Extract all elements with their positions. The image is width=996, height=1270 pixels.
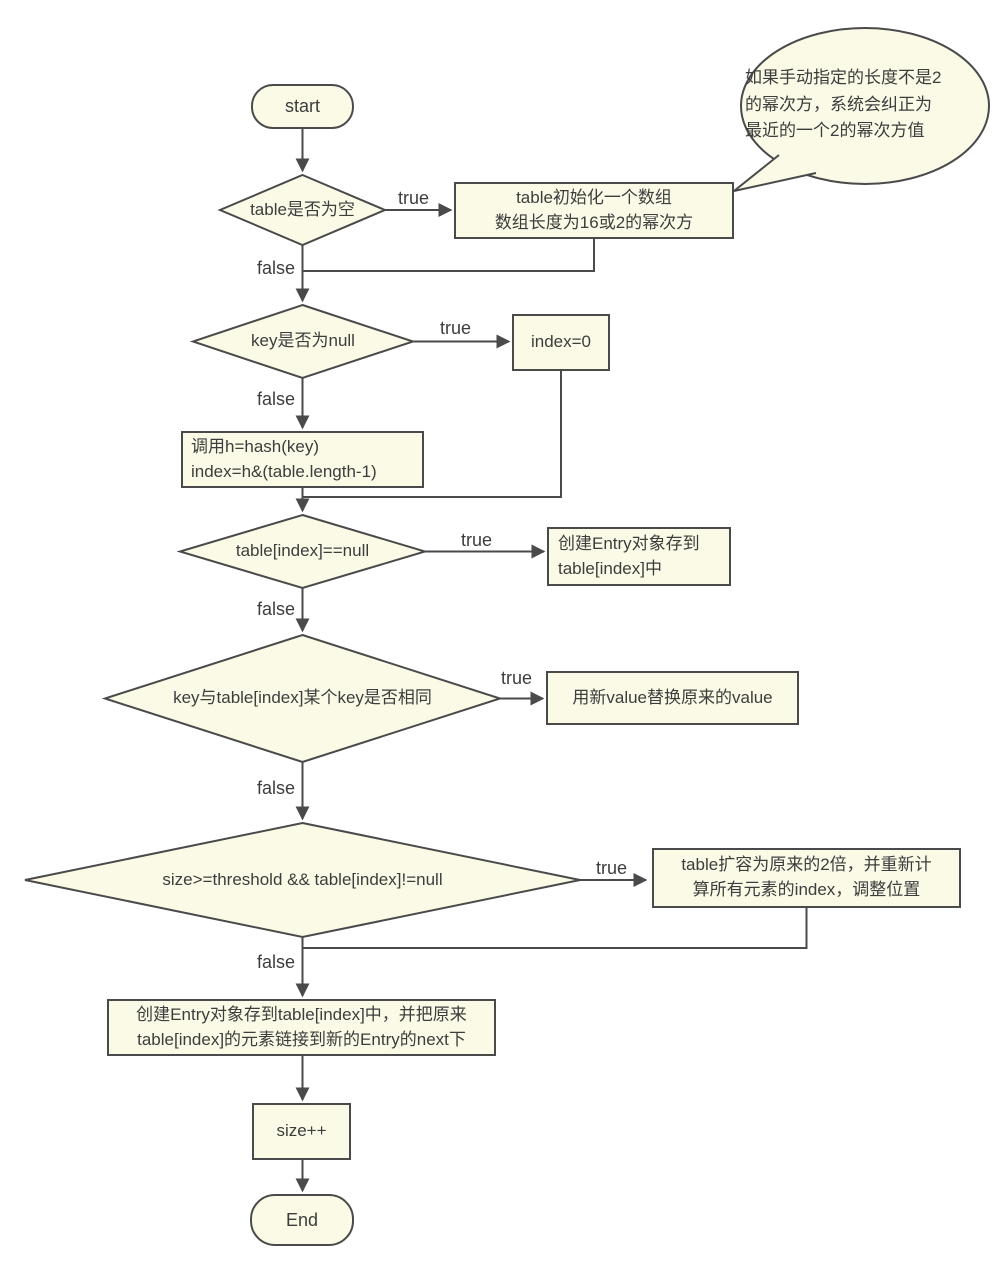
- decision-key-null-shape: [189, 303, 417, 380]
- process-replace-value-label: 用新value替换原来的value: [572, 687, 773, 707]
- process-create-entry-label: 创建Entry对象存到 table[index]中: [558, 533, 700, 578]
- edge-label-d2-false: false: [257, 389, 296, 409]
- decision-table-empty-label: table是否为空: [250, 199, 355, 219]
- process-index-zero-label: index=0: [530, 332, 592, 352]
- edge-label-d1-false: false: [257, 258, 296, 278]
- decision-resize-shape: [24, 821, 581, 939]
- process-hash-shape: [181, 431, 424, 488]
- decision-resize-label: size>=threshold && table[index]!=null: [162, 869, 443, 889]
- process-create-entry-shape: [547, 527, 731, 586]
- decision-key-same-label: key与table[index]某个key是否相同: [173, 688, 432, 708]
- process-init-table-label: table初始化一个数组 数组长度为16或2的幂次方: [494, 187, 694, 232]
- process-replace-value-shape: [546, 671, 799, 725]
- decision-table-empty-shape: [217, 173, 388, 247]
- decision-key-null-label: key是否为null: [251, 331, 355, 351]
- end-node-label: End: [285, 1209, 319, 1230]
- start-node-label: start: [284, 96, 320, 117]
- edge-index0-return: [302, 370, 562, 498]
- process-size-increment-shape: [252, 1103, 351, 1160]
- decision-key-same-shape: [101, 633, 504, 764]
- edge-label-d1-true: true: [398, 188, 430, 208]
- comment-bubble-label: 如果手动指定的长度不是2 的幂次方，系统会纠正为 最近的一个2的幂次方值: [745, 68, 942, 141]
- edge-label-d4-true: true: [501, 668, 533, 688]
- edge-label-d3-true: true: [461, 530, 493, 550]
- edge-label-d3-false: false: [257, 599, 296, 619]
- edge-label-d5-false: false: [257, 952, 296, 972]
- edge-resize-return: [302, 907, 808, 949]
- edge-init-return: [302, 238, 595, 272]
- start-node-shape: [251, 84, 354, 129]
- process-init-table-shape: [454, 182, 734, 239]
- process-link-entry-shape: [107, 999, 496, 1056]
- process-resize-table-shape: [652, 848, 961, 908]
- end-node-shape: [250, 1194, 354, 1246]
- decision-slot-null-shape: [176, 513, 429, 590]
- edge-label-d5-true: true: [596, 858, 628, 878]
- edge-label-d4-false: false: [257, 778, 296, 798]
- process-hash-label: 调用h=hash(key) index=h&(table.length-1): [191, 436, 377, 481]
- comment-bubble-shape: [740, 27, 990, 185]
- comment-bubble-tail: [733, 154, 817, 192]
- process-size-increment-label: size++: [276, 1121, 327, 1141]
- edge-label-d2-true: true: [440, 318, 472, 338]
- process-resize-table-label: table扩容为原来的2倍，并重新计 算所有元素的index，调整位置: [681, 855, 932, 899]
- process-index-zero-shape: [512, 314, 610, 371]
- decision-slot-null-label: table[index]==null: [235, 541, 370, 561]
- process-link-entry-label: 创建Entry对象存到table[index]中，并把原来 table[inde…: [136, 1004, 467, 1049]
